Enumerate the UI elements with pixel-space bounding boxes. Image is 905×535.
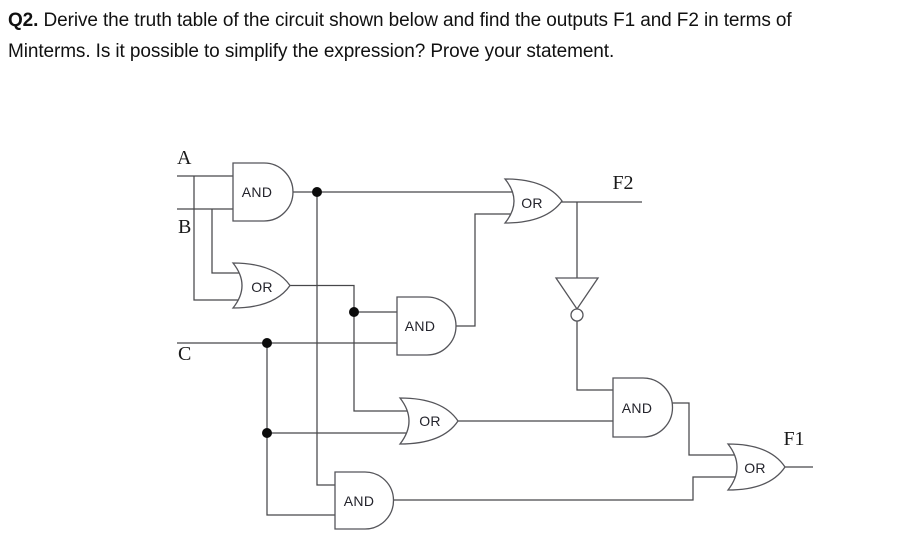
question-number: Q2. <box>8 10 39 31</box>
and1-gate <box>232 162 294 222</box>
wire-not-out-to-and3 <box>576 321 617 391</box>
wire-a-to-or1 <box>193 176 243 301</box>
and2-label: AND <box>405 318 435 334</box>
or3-gate <box>503 178 563 224</box>
or3-label: OR <box>521 195 543 211</box>
input-c-label: C <box>178 343 191 365</box>
gates <box>231 162 786 530</box>
wires <box>177 175 813 516</box>
input-a-label: A <box>177 147 192 169</box>
wire-and1-branch-to-and4 <box>316 192 340 486</box>
or1-gate <box>231 262 291 309</box>
junction-c-upper <box>262 338 272 348</box>
input-b-label: B <box>178 216 191 238</box>
wire-c-branch-to-and4 <box>266 343 340 516</box>
wire-and3-out-to-or4 <box>666 402 739 456</box>
and3-label: AND <box>622 400 652 416</box>
wire-and2-out-to-or3 <box>451 213 515 327</box>
gate-labels: AND OR AND OR OR AND AND OR <box>242 184 766 509</box>
not1-gate-triangle <box>554 277 600 311</box>
wire-and4-out-to-or4 <box>391 476 739 501</box>
output-f1-label: F1 <box>783 428 804 450</box>
question-line2-text: Minterms. Is it possible to simplify the… <box>8 41 615 62</box>
and2-gate <box>396 296 457 356</box>
output-f2-label: F2 <box>612 172 633 194</box>
wire-b-to-or1 <box>211 209 243 274</box>
and4-label: AND <box>344 493 374 509</box>
or4-gate <box>726 443 786 491</box>
or4-label: OR <box>744 460 766 476</box>
wire-or1-branch-to-or2 <box>353 312 413 412</box>
or2-label: OR <box>419 413 441 429</box>
wire-or1-out-to-and2 <box>284 284 402 313</box>
junction-and1-out <box>312 187 322 197</box>
junction-c-lower <box>262 428 272 438</box>
io-labels: A B C F2 F1 <box>177 147 805 450</box>
question-line1-text: Derive the truth table of the circuit sh… <box>38 10 792 31</box>
junction-or1-out <box>349 307 359 317</box>
question-line-2: Minterms. Is it possible to simplify the… <box>8 36 905 67</box>
not1-gate-bubble <box>570 308 584 322</box>
or1-label: OR <box>251 279 273 295</box>
junction-dots <box>262 187 359 438</box>
question-text: Q2. Derive the truth table of the circui… <box>8 5 905 67</box>
and4-gate <box>334 471 395 530</box>
and3-gate <box>612 377 674 438</box>
and1-label: AND <box>242 184 272 200</box>
or2-gate <box>398 397 459 445</box>
question-line-1: Q2. Derive the truth table of the circui… <box>8 5 905 36</box>
